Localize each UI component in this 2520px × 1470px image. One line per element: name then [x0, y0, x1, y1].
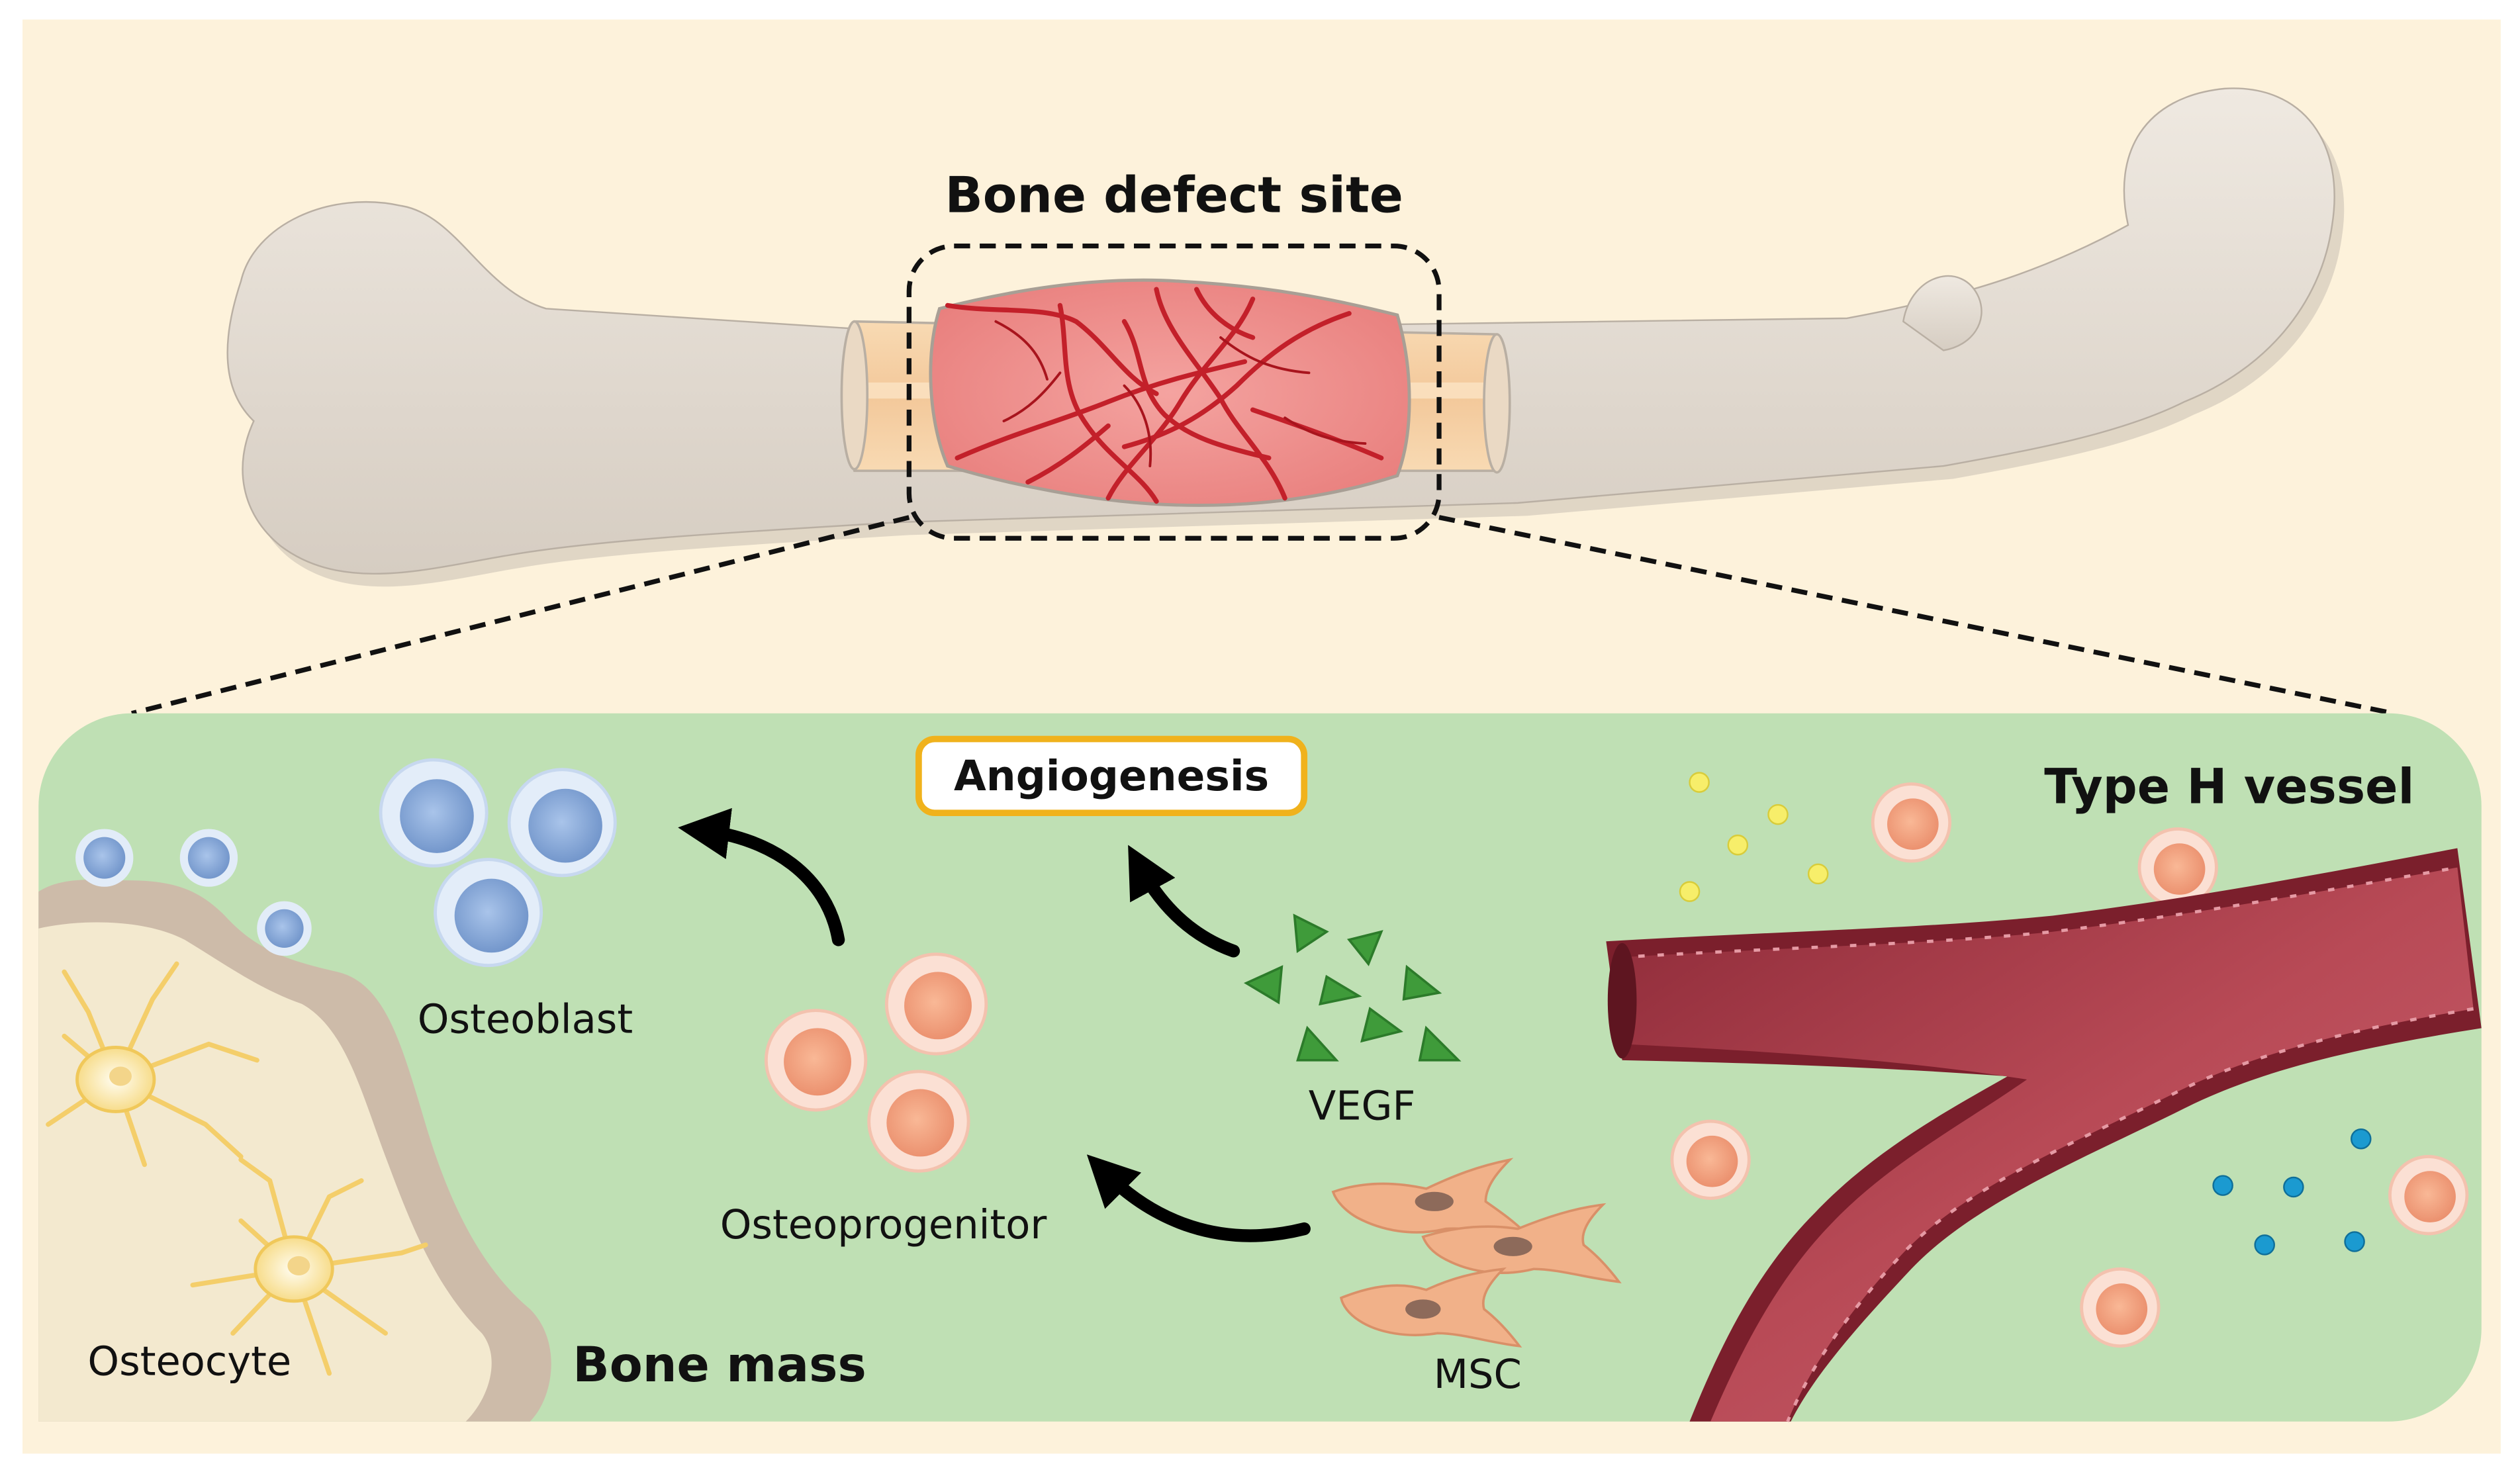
osteocyte-label: Osteocyte: [87, 1338, 291, 1385]
blue-molecules: [2212, 1128, 2372, 1256]
arrow-osteoprogenitor-to-osteoblast: [678, 807, 845, 946]
bone-mass-label: Bone mass: [573, 1337, 866, 1393]
defect-site-title: Bone defect site: [945, 166, 1403, 224]
zoom-line-right: [1438, 515, 2394, 716]
type-h-vessel: [1606, 848, 2482, 1422]
defect-callus: [929, 278, 1411, 507]
yellow-molecules: [1679, 772, 1829, 902]
bone-mass-region: [38, 880, 551, 1422]
osteocyte-cells: [46, 961, 428, 1376]
differentiation-arrows: [678, 807, 1311, 1242]
msc-cells: [1331, 1158, 1622, 1348]
type-h-vessel-label: Type H vessel: [2044, 759, 2414, 815]
arrow-vegf-to-angiogenesis: [1128, 845, 1240, 958]
angiogenesis-label: Angiogenesis: [954, 751, 1269, 800]
vegf-molecules: [1243, 913, 1462, 1062]
zoom-line-left: [131, 515, 910, 716]
osteoprogenitor-cells: [764, 952, 988, 1173]
defect-site-frame: [906, 244, 1442, 541]
msc-label: MSC: [1434, 1352, 1522, 1398]
osteoblast-cells: [379, 758, 617, 968]
lining-cells: [75, 829, 312, 956]
osteoprogenitor-label: Osteoprogenitor: [720, 1202, 1047, 1248]
vessel-associated-cells: [1670, 782, 2469, 1348]
angiogenesis-box: [915, 735, 1308, 817]
vegf-label: VEGF: [1309, 1083, 1416, 1130]
arrow-msc-to-osteoprogenitor: [1086, 1154, 1311, 1242]
osteoblast-label: Osteoblast: [418, 997, 633, 1043]
